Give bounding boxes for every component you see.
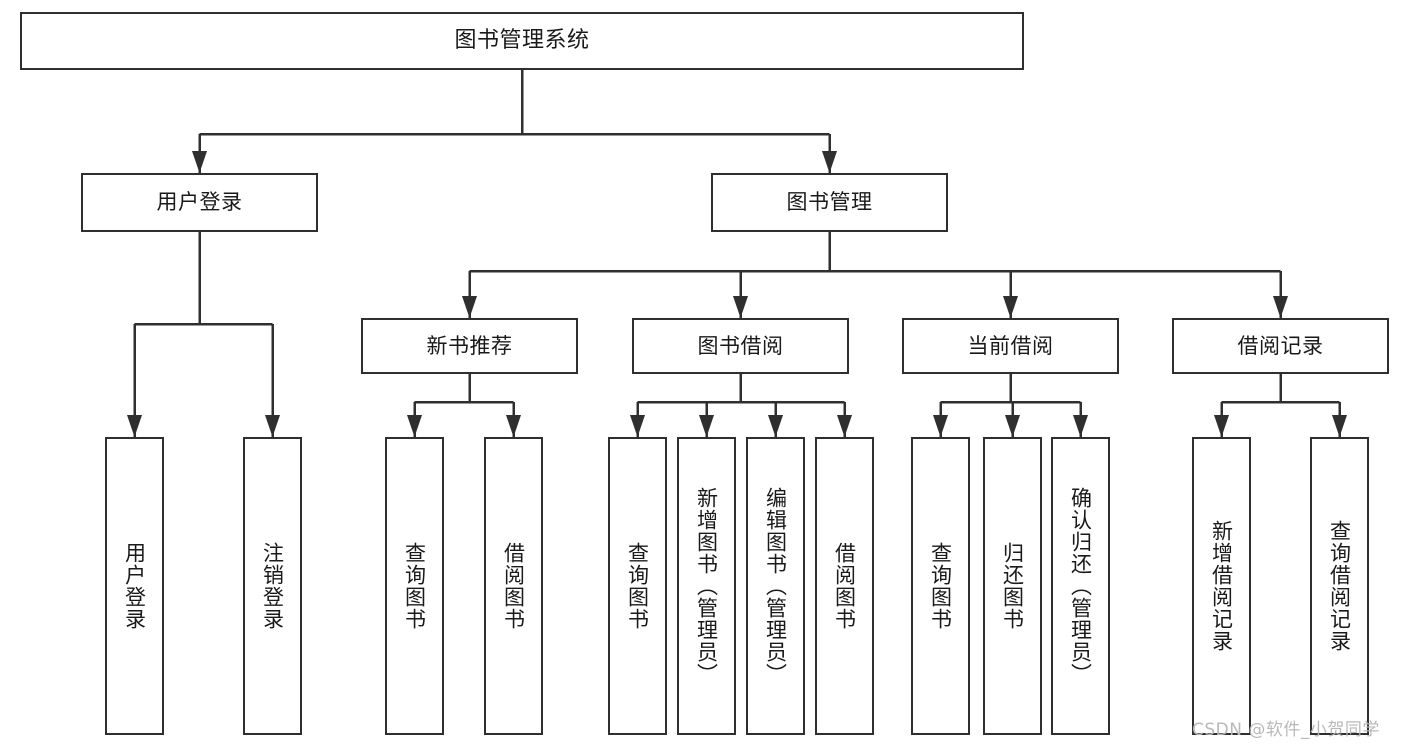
connector-arrowhead	[837, 415, 852, 437]
node-label: 新增图书（管理员）	[694, 487, 719, 685]
node-leaf-borrow-book-2[interactable]: 借阅图书	[815, 437, 874, 735]
node-book-borrow[interactable]: 图书借阅	[632, 318, 849, 374]
node-label: 当前借阅	[967, 333, 1054, 358]
node-new-book-recommend[interactable]: 新书推荐	[361, 318, 578, 374]
node-leaf-user-login[interactable]: 用户登录	[105, 437, 164, 735]
node-label: 归还图书	[1000, 542, 1025, 630]
node-label: 确认归还（管理员）	[1068, 487, 1093, 685]
node-leaf-logout[interactable]: 注销登录	[243, 437, 302, 735]
connector-arrowhead	[1332, 415, 1347, 437]
node-label: 查询图书	[625, 542, 650, 630]
node-label: 借阅图书	[501, 542, 526, 630]
node-label: 图书管理	[786, 190, 873, 215]
node-book-management[interactable]: 图书管理	[711, 173, 948, 232]
node-leaf-query-record[interactable]: 查询借阅记录	[1310, 437, 1369, 735]
connector-arrowhead	[192, 151, 207, 173]
connector-arrowhead	[462, 296, 477, 318]
connector-arrowhead	[506, 415, 521, 437]
connector-arrowhead	[768, 415, 783, 437]
node-leaf-query-book-3[interactable]: 查询图书	[911, 437, 970, 735]
node-leaf-edit-book[interactable]: 编辑图书（管理员）	[746, 437, 805, 735]
node-user-login[interactable]: 用户登录	[81, 173, 318, 232]
connector-arrowhead	[1005, 415, 1020, 437]
csdn-watermark: CSDN @软件_小贺同学	[1192, 720, 1380, 740]
connector-arrowhead	[1003, 296, 1018, 318]
node-label: 查询借阅记录	[1327, 520, 1352, 652]
node-leaf-return-book[interactable]: 归还图书	[983, 437, 1042, 735]
node-leaf-add-book[interactable]: 新增图书（管理员）	[677, 437, 736, 735]
node-current-borrow[interactable]: 当前借阅	[902, 318, 1119, 374]
node-label: 新增借阅记录	[1209, 520, 1234, 652]
connector-arrowhead	[733, 296, 748, 318]
node-root[interactable]: 图书管理系统	[20, 12, 1024, 70]
connector-arrowhead	[822, 151, 837, 173]
node-label: 借阅记录	[1237, 333, 1324, 358]
connector-arrowhead	[265, 415, 280, 437]
node-leaf-borrow-book-1[interactable]: 借阅图书	[484, 437, 543, 735]
node-label: 借阅图书	[832, 542, 857, 630]
node-label: 注销登录	[260, 542, 285, 630]
connector-arrowhead	[1273, 296, 1288, 318]
node-borrow-records[interactable]: 借阅记录	[1172, 318, 1389, 374]
node-label: 新书推荐	[426, 333, 513, 358]
connector-arrowhead	[630, 415, 645, 437]
node-leaf-query-book-1[interactable]: 查询图书	[385, 437, 444, 735]
node-label: 图书借阅	[697, 333, 784, 358]
connector-arrowhead	[933, 415, 948, 437]
node-label: 用户登录	[156, 190, 243, 215]
node-leaf-query-book-2[interactable]: 查询图书	[608, 437, 667, 735]
node-label: 编辑图书（管理员）	[763, 487, 788, 685]
node-label: 查询图书	[928, 542, 953, 630]
connector-arrowhead	[1073, 415, 1088, 437]
connector-arrowhead	[407, 415, 422, 437]
node-label: 查询图书	[402, 542, 427, 630]
node-leaf-add-record[interactable]: 新增借阅记录	[1192, 437, 1251, 735]
node-leaf-confirm-return[interactable]: 确认归还（管理员）	[1051, 437, 1110, 735]
node-label: 用户登录	[122, 542, 147, 630]
node-label: 图书管理系统	[454, 28, 590, 54]
connector-arrowhead	[1214, 415, 1229, 437]
connector-arrowhead	[699, 415, 714, 437]
connector-arrowhead	[127, 415, 142, 437]
